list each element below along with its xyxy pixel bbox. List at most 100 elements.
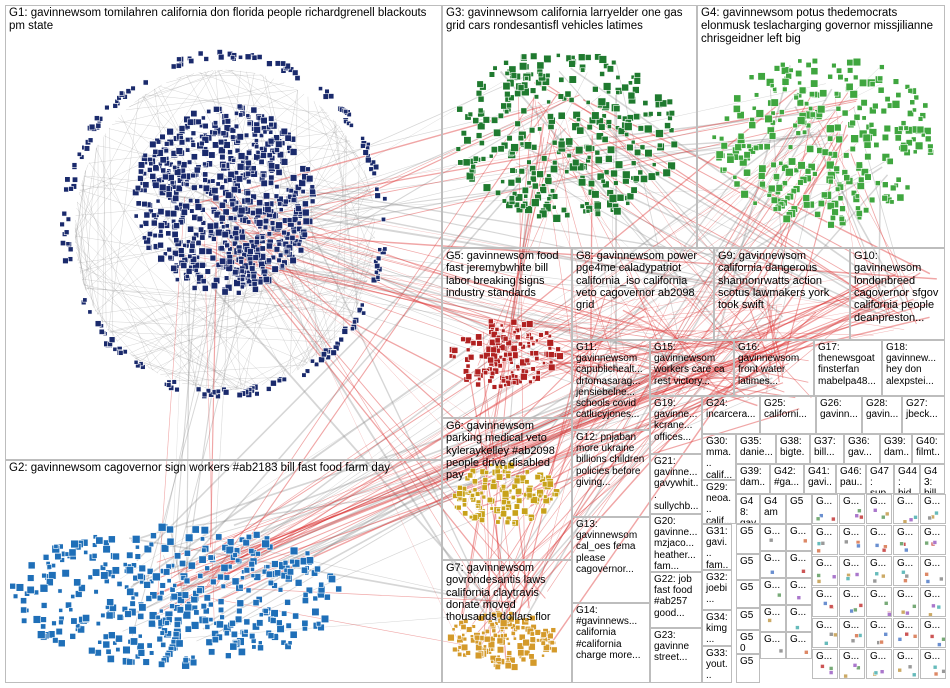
node-g2 <box>184 625 192 633</box>
node-g2 <box>251 622 260 631</box>
node-tiny <box>912 604 917 609</box>
node-g3 <box>594 210 601 217</box>
edge-gray <box>74 93 147 232</box>
group-box-g25: G25: californi... <box>760 396 816 434</box>
edge-inter-group <box>606 337 781 385</box>
node-g3 <box>624 132 630 138</box>
node-g3 <box>585 144 593 153</box>
node-g2 <box>91 552 98 559</box>
node-g1 <box>255 207 263 216</box>
node-g2 <box>37 630 46 639</box>
edge-gray <box>109 261 373 333</box>
node-g1 <box>224 283 233 292</box>
node-cluster <box>517 649 525 657</box>
node-g1 <box>176 56 182 62</box>
node-g4 <box>827 135 834 142</box>
group-label-g5c: G5 <box>740 526 754 537</box>
node-g1 <box>375 275 381 280</box>
node-g3 <box>670 140 678 149</box>
node-g4 <box>777 117 783 123</box>
edge-gray <box>138 70 234 100</box>
node-cluster <box>515 487 523 495</box>
edges-layer <box>74 60 937 660</box>
node-g2 <box>26 585 35 594</box>
node-cluster <box>484 470 489 475</box>
node-g4 <box>886 157 894 165</box>
node-g2 <box>252 599 260 607</box>
edge-gray <box>307 96 317 357</box>
node-g2 <box>57 588 63 594</box>
node-cluster <box>514 334 521 341</box>
node-g1 <box>151 212 157 219</box>
node-g2 <box>9 582 16 590</box>
group-box-tiny: G... <box>812 556 838 586</box>
node-g1 <box>202 171 209 178</box>
node-g2 <box>39 583 49 593</box>
node-g1 <box>212 130 218 136</box>
node-g4 <box>797 179 804 186</box>
node-g2 <box>166 537 175 546</box>
node-g1 <box>266 60 273 67</box>
node-tiny <box>881 547 887 553</box>
edge-gray <box>489 174 889 629</box>
node-g1 <box>141 235 147 241</box>
edge-inter-group <box>552 144 621 387</box>
node-g2 <box>236 599 245 608</box>
node-g4 <box>780 61 786 68</box>
node-g4 <box>793 94 799 101</box>
node-cluster <box>467 489 472 494</box>
edge-inter-group <box>482 375 514 592</box>
edge-inter-group <box>747 303 772 367</box>
node-cluster <box>457 634 462 640</box>
node-tiny <box>828 631 834 637</box>
edge-inter-group <box>568 117 901 316</box>
node-cluster <box>489 370 496 377</box>
node-g1 <box>184 182 190 187</box>
node-cluster <box>481 484 488 491</box>
edge-gray <box>291 279 368 374</box>
edge-inter-group <box>687 316 930 377</box>
node-g3 <box>601 135 609 143</box>
node-g1 <box>112 346 118 352</box>
node-g1 <box>162 173 169 181</box>
node-g2 <box>20 606 28 614</box>
group-box-g37: G37: bill... <box>810 434 844 464</box>
node-g1 <box>125 88 132 95</box>
node-g3 <box>667 161 676 171</box>
edge-gray <box>233 361 683 526</box>
node-g4 <box>732 104 741 113</box>
node-cluster <box>492 632 498 638</box>
node-g1 <box>188 58 195 64</box>
node-g1 <box>191 184 198 191</box>
node-g4 <box>764 114 773 124</box>
edge-inter-group <box>629 271 674 382</box>
node-g1 <box>239 233 246 241</box>
node-g1 <box>157 254 165 263</box>
edge-inter-group <box>637 364 758 407</box>
edge-gray <box>131 389 591 542</box>
node-g1 <box>268 162 276 170</box>
node-cluster <box>524 369 529 374</box>
node-g2 <box>267 632 275 639</box>
node-g4 <box>849 90 858 99</box>
edge-inter-group <box>500 285 767 491</box>
node-cluster <box>494 663 501 670</box>
node-g2 <box>276 619 283 626</box>
node-g1 <box>244 197 251 204</box>
node-g2 <box>203 594 211 602</box>
node-g3 <box>531 198 540 207</box>
node-tiny <box>904 547 909 553</box>
node-g1 <box>230 186 239 194</box>
node-g3 <box>530 52 538 60</box>
node-tiny <box>901 569 906 575</box>
node-g2 <box>160 641 167 648</box>
node-g4 <box>868 128 878 137</box>
group-label-tiny: G... <box>924 527 941 538</box>
node-g4 <box>894 134 902 142</box>
node-tiny <box>927 515 932 521</box>
group-box-g41: G39: dam... <box>880 434 912 464</box>
group-label-tiny: G... <box>843 651 860 662</box>
edge-inter-group <box>226 218 753 356</box>
node-g3 <box>621 83 629 92</box>
node-g3 <box>472 155 479 162</box>
